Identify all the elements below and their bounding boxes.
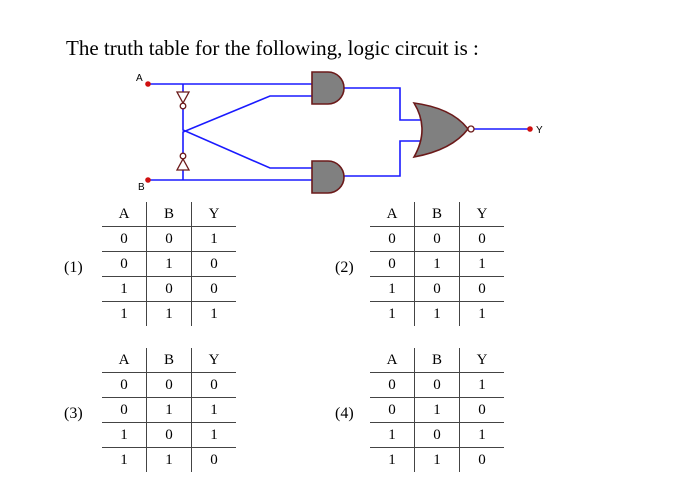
cell: 1 (459, 372, 504, 398)
cell: 1 (370, 301, 415, 326)
cell: 0 (102, 226, 147, 252)
not-gate-b (175, 152, 191, 171)
header-a: A (102, 202, 147, 227)
nor-gate-bubble (467, 125, 475, 133)
cell: 1 (191, 226, 236, 252)
header-b: B (146, 348, 192, 373)
option-2-table: A B Y 0 0 0 0 1 1 1 0 0 1 1 1 (370, 202, 504, 326)
header-a: A (370, 202, 415, 227)
cell: 0 (370, 226, 415, 252)
input-b-dot (145, 177, 151, 183)
cell: 1 (102, 447, 147, 472)
cell: 0 (191, 447, 236, 472)
option-4-table: A B Y 0 0 1 0 1 0 1 0 1 1 1 0 (370, 348, 504, 472)
question-title: The truth table for the following, logic… (66, 36, 479, 60)
and-gate-bottom (311, 160, 345, 194)
header-y: Y (191, 202, 236, 227)
input-a-dot (145, 81, 151, 87)
cell: 0 (146, 276, 192, 302)
and-gate-top (311, 71, 345, 105)
cell: 0 (414, 372, 460, 398)
option-2-label: (2) (335, 259, 354, 276)
header-a: A (102, 348, 147, 373)
header-y: Y (191, 348, 236, 373)
cell: 0 (370, 372, 415, 398)
cell: 1 (102, 276, 147, 302)
header-y: Y (459, 202, 504, 227)
cell: 1 (102, 301, 147, 326)
cell: 1 (102, 422, 147, 448)
cell: 0 (370, 251, 415, 277)
cell: 1 (459, 422, 504, 448)
output-y-dot (527, 126, 533, 132)
option-1-table: A B Y 0 0 1 0 1 0 1 0 0 1 1 1 (102, 202, 236, 326)
option-3-table: A B Y 0 0 0 0 1 1 1 0 1 1 1 0 (102, 348, 236, 472)
cell: 0 (459, 226, 504, 252)
header-b: B (414, 202, 460, 227)
not-gate-a (175, 91, 191, 110)
cell: 0 (414, 422, 460, 448)
option-4-label: (4) (335, 405, 354, 422)
output-y-label: Y (536, 125, 543, 136)
cell: 1 (414, 301, 460, 326)
cell: 1 (414, 447, 460, 472)
cell: 1 (146, 301, 192, 326)
cell: 1 (146, 397, 192, 423)
cell: 0 (459, 276, 504, 302)
cell: 1 (191, 397, 236, 423)
cell: 0 (102, 251, 147, 277)
cell: 0 (414, 226, 460, 252)
cell: 1 (459, 251, 504, 277)
nor-gate (412, 101, 470, 159)
cell: 1 (146, 447, 192, 472)
cell: 0 (191, 276, 236, 302)
cell: 0 (459, 447, 504, 472)
cell: 0 (414, 276, 460, 302)
cell: 0 (191, 251, 236, 277)
header-b: B (146, 202, 192, 227)
header-a: A (370, 348, 415, 373)
logic-circuit-diagram: A B Y (136, 71, 543, 194)
header-y: Y (459, 348, 504, 373)
cell: 0 (191, 372, 236, 398)
cell: 1 (191, 422, 236, 448)
input-a-label: A (136, 73, 143, 84)
cell: 1 (370, 276, 415, 302)
cell: 0 (146, 372, 192, 398)
cell: 0 (459, 397, 504, 423)
cell: 1 (191, 301, 236, 326)
cell: 0 (146, 422, 192, 448)
cell: 0 (102, 397, 147, 423)
cell: 1 (146, 251, 192, 277)
cell: 0 (102, 372, 147, 398)
option-3-label: (3) (64, 405, 83, 422)
input-b-label: B (138, 182, 145, 193)
cell: 0 (146, 226, 192, 252)
cell: 1 (370, 422, 415, 448)
cell: 1 (414, 251, 460, 277)
header-b: B (414, 348, 460, 373)
cell: 1 (414, 397, 460, 423)
cell: 0 (370, 397, 415, 423)
option-1-label: (1) (64, 259, 83, 276)
cell: 1 (459, 301, 504, 326)
cell: 1 (370, 447, 415, 472)
